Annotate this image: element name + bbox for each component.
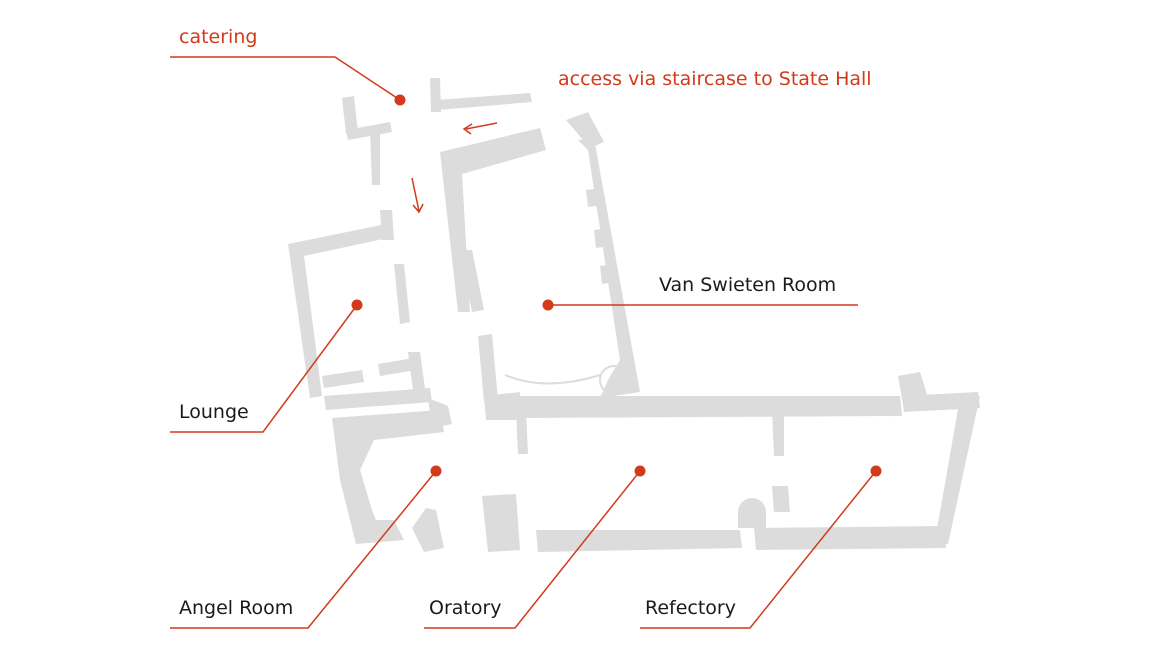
oratory-label: Oratory	[429, 597, 502, 619]
arrow-head-down	[412, 203, 424, 214]
leader-oratory	[424, 470, 641, 629]
leader-angel-room	[170, 470, 437, 629]
leader-catering	[170, 56, 401, 101]
arrow-right-to-left	[465, 122, 498, 130]
refectory-label: Refectory	[645, 597, 736, 619]
wall-lines	[504, 365, 629, 395]
leader-lines	[170, 56, 877, 629]
leader-lounge	[170, 304, 358, 433]
leader-refectory	[640, 470, 877, 629]
marker-angel-room[interactable]	[430, 465, 442, 477]
marker-van-swieten[interactable]	[542, 299, 554, 311]
arrow-head-left	[462, 123, 473, 135]
marker-oratory[interactable]	[634, 465, 646, 477]
markers	[351, 94, 882, 477]
catering-label: catering	[179, 26, 258, 48]
van-swieten-room-label: Van Swieten Room	[659, 274, 837, 296]
lounge-label: Lounge	[179, 401, 249, 423]
staircase-access-label: access via staircase to State Hall	[558, 68, 872, 90]
angel-room-label: Angel Room	[179, 597, 294, 619]
arrow-down	[411, 177, 420, 212]
marker-lounge[interactable]	[351, 299, 363, 311]
building-walls	[288, 78, 980, 552]
marker-refectory[interactable]	[870, 465, 882, 477]
direction-arrows	[411, 122, 498, 214]
marker-catering[interactable]	[394, 94, 406, 106]
